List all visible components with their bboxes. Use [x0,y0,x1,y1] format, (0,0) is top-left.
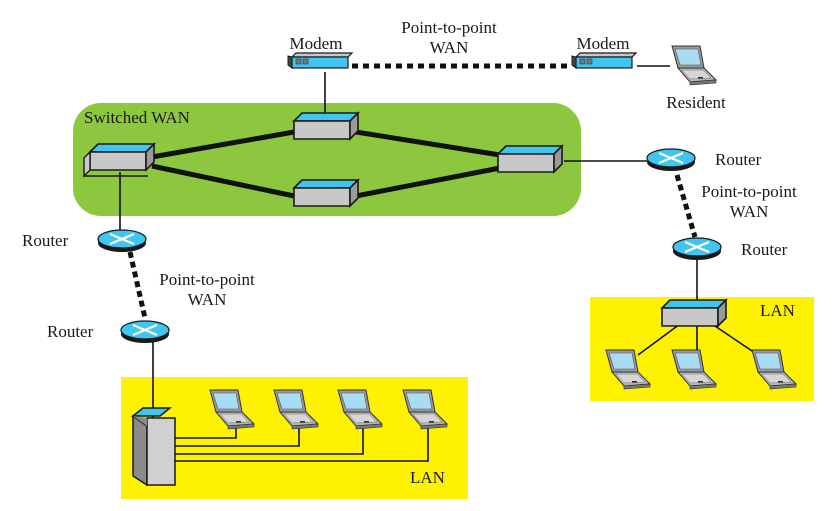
label-p2p-right-1: Point-to-point [701,182,797,201]
label-p2p-top-2: WAN [430,38,469,57]
link-switch-bottom-right [355,165,501,199]
label-router-left-top: Router [22,231,69,250]
modem-right [571,52,637,69]
router-right-bottom [671,236,723,262]
label-router-right-top: Router [715,150,762,169]
link-switch-top-right [355,129,501,158]
label-modem-left: Modem [290,34,343,53]
switch-top [293,112,359,140]
switched-wan-region [73,103,581,216]
switch-left [83,143,155,178]
lan-right-wire-3 [711,323,759,356]
label-lan-left: LAN [410,468,445,487]
lan-left-wire-1 [175,427,237,439]
lan-left-wire-3 [175,427,364,455]
label-p2p-right-2: WAN [730,202,769,221]
link-router-left-p2p-dotted [127,251,148,319]
lan-left-hub [130,407,176,487]
lan-left-wire-2 [175,427,300,447]
lan-right-switch [661,299,727,327]
switch-bottom [293,179,359,207]
router-left-top [96,228,148,254]
label-p2p-left-2: WAN [188,290,227,309]
lan-left-wire-4 [175,427,429,462]
label-switched-wan: Switched WAN [84,108,190,127]
label-modem-right: Modem [577,34,630,53]
label-resident: Resident [666,93,726,112]
link-switch-left-top [151,129,295,160]
label-lan-right: LAN [760,301,795,320]
router-right-top [645,147,697,173]
link-switch-left-bottom [151,163,295,199]
label-p2p-top-1: Point-to-point [401,18,497,37]
lan-right-wire-1 [637,323,681,356]
modem-left [287,52,353,69]
label-router-left-bottom: Router [47,322,94,341]
label-p2p-left-1: Point-to-point [159,270,255,289]
link-router-right-p2p-dotted [674,174,698,238]
router-left-bottom [119,319,171,345]
resident-laptop [671,45,717,86]
label-router-right-bottom: Router [741,240,788,259]
switch-right [497,145,563,173]
